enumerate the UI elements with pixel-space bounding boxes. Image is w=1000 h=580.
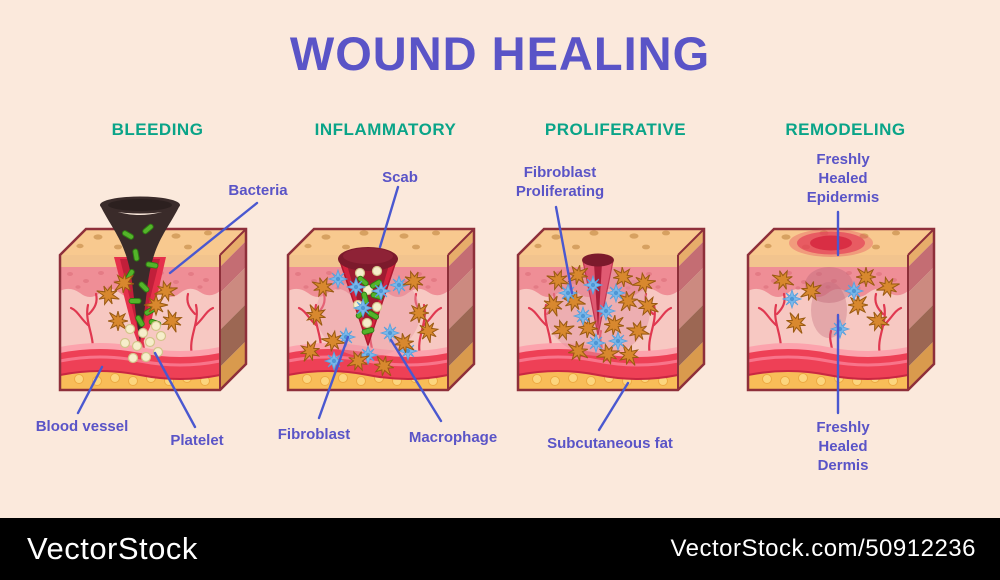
healed-epidermis-mark [789, 229, 873, 257]
label-platelet: Platelet [170, 432, 224, 449]
remodeling-skin-illustration [746, 210, 936, 415]
label-fibroblast-proliferating: Fibroblast Proliferating [515, 164, 605, 200]
label-freshly-healed-epidermis: Freshly Healed Epidermis [806, 151, 880, 206]
leader-lines [554, 205, 630, 432]
stage-heading-inflammatory: INFLAMMATORY [314, 120, 457, 139]
label-freshly-healed-dermis: Freshly Healed Dermis [816, 419, 870, 474]
bleeding-skin-illustration [58, 196, 259, 429]
closing-wound-cone [582, 253, 614, 336]
label-fibroblast: Fibroblast [277, 426, 351, 443]
proliferative-skin-illustration [516, 205, 706, 432]
vectorstock-url: VectorStock.com/50912236 [670, 535, 976, 562]
stage-inflammatory: INFLAMMATORY [268, 115, 503, 520]
stage-heading-proliferative: PROLIFERATIVE [544, 120, 687, 139]
leader-lines [76, 201, 259, 429]
label-subcutaneous-fat: Subcutaneous fat [547, 435, 673, 452]
watermark-bar: VectorStock VectorStock.com/50912236 [0, 518, 1000, 580]
stage-heading-remodeling: REMODELING [785, 120, 906, 139]
label-macrophage: Macrophage [408, 429, 498, 446]
label-scab: Scab [382, 169, 418, 186]
stage-proliferative: PROLIFERATIVE [498, 115, 733, 520]
stage-remodeling: REMODELING Freshly [728, 115, 963, 520]
inflammatory-skin-illustration [286, 185, 476, 423]
stage-bleeding: BLEEDING [36, 115, 288, 520]
label-blood-vessel: Blood vessel [35, 418, 129, 435]
stage-heading-bleeding: BLEEDING [111, 120, 204, 139]
leader-lines [317, 185, 443, 423]
vectorstock-logo: VectorStock [27, 531, 198, 566]
label-bacteria: Bacteria [228, 182, 288, 199]
page-title: WOUND HEALING [289, 27, 711, 80]
